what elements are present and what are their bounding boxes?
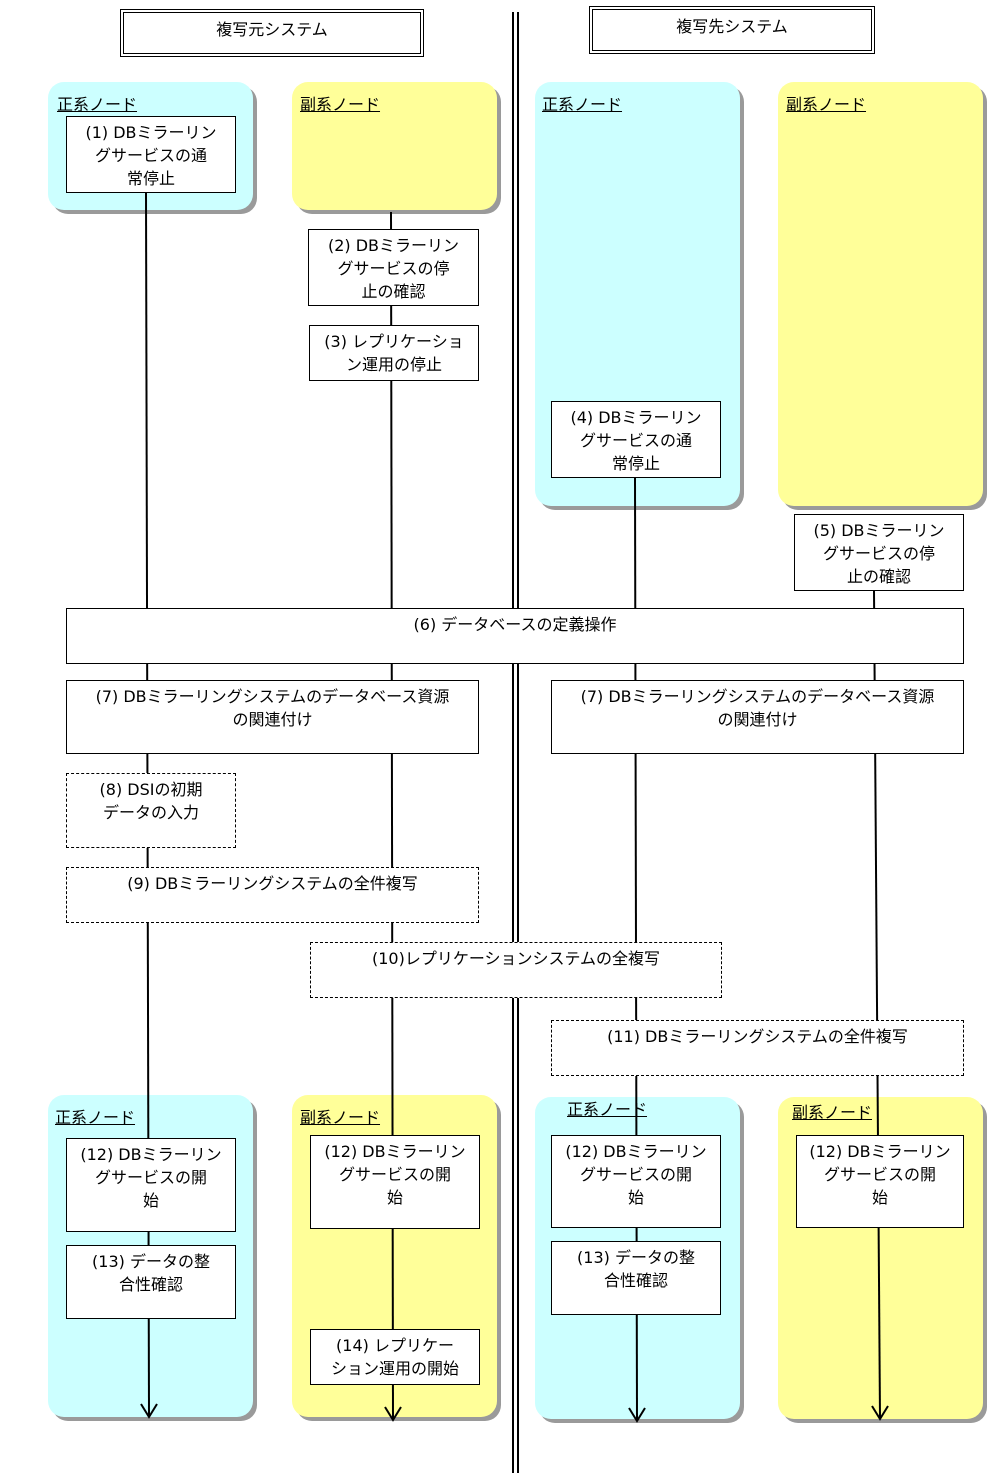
step-7-target-box: (7) DBミラーリングシステムのデータベース資源 の関連付け: [551, 680, 964, 754]
source-secondary-node-label-bottom: 副系ノード: [300, 1108, 381, 1127]
step-14-box: (14) レプリケー ション運用の開始: [310, 1329, 480, 1385]
source-secondary-node-label: 副系ノード: [300, 95, 381, 114]
system-divider-right: [517, 12, 519, 1473]
target-system-label: 複写先システム: [676, 17, 788, 36]
source-system-label: 複写元システム: [216, 20, 328, 39]
step-8-box: (8) DSIの初期 データの入力: [66, 773, 236, 848]
target-secondary-node-panel-top: [778, 82, 983, 506]
arrowhead-target-primary: [628, 1407, 646, 1423]
step-4-box: (4) DBミラーリン グサービスの通 常停止: [551, 401, 721, 478]
target-secondary-node-label: 副系ノード: [786, 95, 867, 114]
step-11-box: (11) DBミラーリングシステムの全件複写: [551, 1020, 964, 1076]
source-system-header: 複写元システム: [120, 9, 424, 57]
step-2-box: (2) DBミラーリン グサービスの停 止の確認: [308, 229, 479, 306]
step-10-box: (10)レプリケーションシステムの全複写: [310, 942, 722, 998]
arrowhead-source-secondary: [384, 1406, 402, 1422]
step-13-source-box: (13) データの整 合性確認: [66, 1245, 236, 1319]
step-5-box: (5) DBミラーリン グサービスの停 止の確認: [794, 514, 964, 591]
step-1-box: (1) DBミラーリン グサービスの通 常停止: [66, 116, 236, 193]
arrowhead-target-secondary: [871, 1405, 889, 1421]
target-primary-node-label: 正系ノード: [542, 95, 623, 114]
target-system-header: 複写先システム: [589, 6, 875, 54]
step-3-box: (3) レプリケーショ ン運用の停止: [309, 325, 479, 381]
step-12-source-secondary-box: (12) DBミラーリン グサービスの開 始: [310, 1135, 480, 1229]
step-9-box: (9) DBミラーリングシステムの全件複写: [66, 867, 479, 923]
source-primary-node-label-bottom: 正系ノード: [55, 1108, 136, 1127]
arrowhead-source-primary: [140, 1403, 158, 1419]
flow-line-source-secondary: [390, 211, 394, 1420]
target-secondary-node-label-bottom: 副系ノード: [792, 1103, 873, 1122]
step-6-box: (6) データベースの定義操作: [66, 608, 964, 664]
step-12-target-secondary-box: (12) DBミラーリン グサービスの開 始: [796, 1135, 964, 1228]
step-13-target-box: (13) データの整 合性確認: [551, 1241, 721, 1315]
step-12-target-primary-box: (12) DBミラーリン グサービスの開 始: [551, 1135, 721, 1228]
source-secondary-node-panel-top: [292, 82, 497, 210]
system-divider-left: [512, 12, 514, 1473]
source-primary-node-label: 正系ノード: [57, 95, 138, 114]
step-12-source-primary-box: (12) DBミラーリン グサービスの開 始: [66, 1138, 236, 1232]
target-primary-node-label-bottom: 正系ノード: [567, 1100, 648, 1119]
step-7-source-box: (7) DBミラーリングシステムのデータベース資源 の関連付け: [66, 680, 479, 754]
